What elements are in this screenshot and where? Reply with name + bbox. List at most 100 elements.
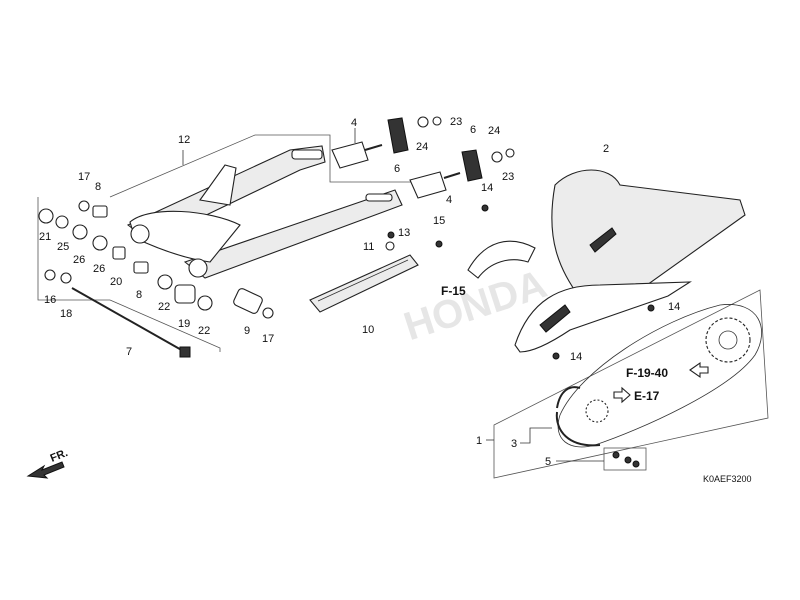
callout-4-lower: 4	[446, 194, 452, 206]
callout-22-left: 22	[158, 301, 170, 313]
washer-13	[387, 231, 395, 239]
washer-17-lower	[262, 307, 274, 319]
callout-1: 1	[476, 435, 482, 447]
callout-24-right: 24	[488, 125, 500, 137]
fender-chain-guard	[467, 240, 536, 279]
chain-adjuster-left: 4 6 24 23	[331, 116, 462, 175]
callout-23-right: 23	[502, 171, 514, 183]
chain-slider-inner	[317, 259, 409, 302]
drive-chain-kit: 1 3 5 F-19-40 E-17	[476, 289, 769, 479]
pivot-axle-group: 16 18 7	[44, 269, 221, 358]
oil-seal-21	[38, 208, 54, 224]
master-link-pin-1	[612, 451, 620, 459]
screw-14-bottom	[552, 352, 560, 360]
bushing-19	[174, 284, 196, 304]
kit-leader-3	[520, 427, 552, 444]
callout-14-top: 14	[481, 182, 493, 194]
screw-15	[435, 240, 443, 248]
callout-24-left: 24	[416, 141, 428, 153]
rear-fender-group: 2 14 14 14 15 F-15	[433, 143, 746, 363]
callout-26-right: 26	[93, 263, 105, 275]
lock-nut	[432, 116, 442, 126]
callout-9: 9	[244, 325, 250, 337]
adjuster-nut-right	[491, 151, 503, 163]
spacer-9	[233, 288, 263, 314]
callout-16: 16	[44, 294, 56, 306]
callout-17-lower: 17	[262, 333, 274, 345]
adjuster-bolt-right	[443, 172, 461, 179]
master-link-pin-3	[632, 460, 640, 468]
swingarm-pivot-body	[129, 210, 241, 263]
chain-slider-10	[309, 254, 419, 313]
screw-14-top	[481, 204, 489, 212]
callout-6-right: 6	[470, 124, 476, 136]
master-link-box	[603, 447, 647, 471]
swingarm-assembly: 12	[109, 134, 432, 279]
ref-arrow-f19-40	[689, 361, 709, 379]
pivot-bushing-end	[130, 224, 150, 244]
chain-links	[555, 386, 601, 447]
callout-17-upper: 17	[78, 171, 90, 183]
ref-arrow-e17	[613, 386, 631, 404]
adjuster-plate-right	[409, 171, 447, 199]
callout-4-upper: 4	[351, 117, 357, 129]
fender-vent-slot-lower	[539, 304, 571, 333]
washer-18	[60, 272, 72, 284]
callout-22-right: 22	[198, 325, 210, 337]
collar-8-lower	[133, 261, 149, 274]
washer-17	[78, 200, 90, 212]
adjuster-block	[387, 117, 409, 154]
pivot-bearing-group: 17 8 21 25 26 26 20	[37, 171, 126, 301]
callout-18: 18	[60, 308, 72, 320]
axle-nut-16	[44, 269, 56, 281]
lock-nut-right	[505, 148, 515, 158]
callout-14-bottom: 14	[570, 351, 582, 363]
front-sprocket	[585, 399, 609, 423]
axle-frame	[109, 299, 221, 352]
bearing-26a	[72, 224, 88, 240]
callout-13: 13	[398, 227, 410, 239]
adjuster-block-right	[461, 149, 483, 182]
callout-11: 11	[363, 241, 374, 253]
fender-vent-slot	[589, 227, 617, 253]
fender-lower-hugger	[514, 281, 692, 353]
circlip-25	[55, 215, 69, 229]
swingarm-shock-bracket	[199, 164, 237, 206]
chain-slider-group: 11 13 10	[309, 227, 419, 336]
callout-8-lower: 8	[136, 289, 142, 301]
collar-8-upper	[92, 205, 108, 218]
pivot-axle-7	[71, 287, 186, 353]
swingarm-frame-lines	[109, 134, 432, 198]
front-arrow-icon	[26, 461, 65, 479]
diagram-code: K0AEF3200	[703, 474, 752, 484]
callout-5: 5	[545, 456, 551, 468]
swingarm-chain-slot	[291, 149, 323, 160]
swingarm-axle-slot	[365, 193, 393, 202]
callout-10: 10	[362, 324, 374, 336]
seal-22-right	[197, 295, 213, 311]
ref-f19-40: F-19-40	[626, 366, 668, 380]
master-link-pin-2	[624, 456, 632, 464]
ref-f15: F-15	[441, 284, 466, 298]
front-direction-indicator: FR.	[26, 447, 70, 479]
bearing-group-frame	[37, 197, 110, 301]
bolt-11	[385, 241, 395, 251]
adjuster-nut	[417, 116, 429, 128]
callout-23-left: 23	[450, 116, 462, 128]
callout-25: 25	[57, 241, 69, 253]
callout-14-right: 14	[668, 301, 680, 313]
callout-3: 3	[511, 438, 517, 450]
adjuster-plate	[331, 141, 369, 169]
callout-15: 15	[433, 215, 445, 227]
callout-8-upper: 8	[95, 181, 101, 193]
center-collar-group: 8 22 19 22 9 17	[133, 261, 274, 345]
adjuster-bolt	[364, 144, 383, 151]
axle-head	[179, 346, 191, 358]
chain-adjuster-right: 4 6 24 23	[409, 124, 515, 206]
master-link-kit	[603, 447, 647, 471]
chain-kit-frame	[493, 289, 769, 479]
front-label: FR.	[49, 447, 70, 465]
pivot-bushing-end-lower	[188, 258, 208, 278]
callout-20: 20	[110, 276, 122, 288]
